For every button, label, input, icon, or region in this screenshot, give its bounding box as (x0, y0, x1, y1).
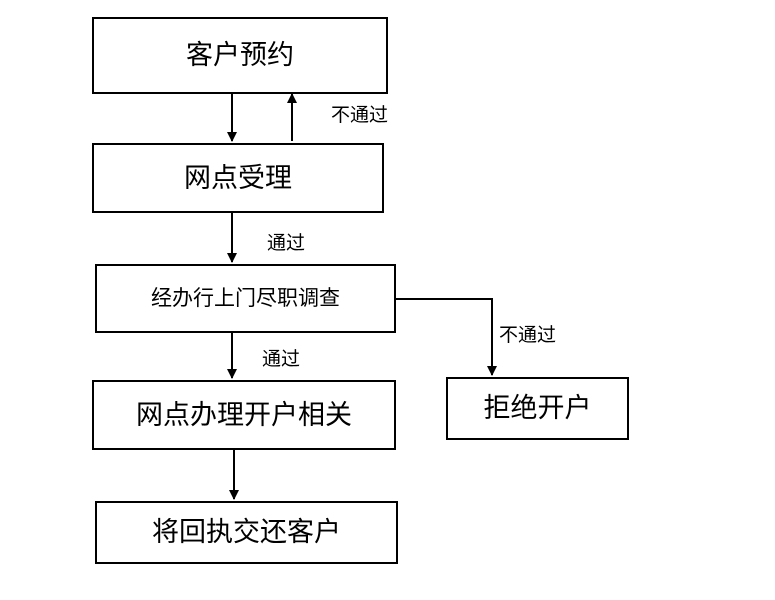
node-due-diligence: 经办行上门尽职调查 (95, 264, 396, 333)
arrow-diligence-to-reject (396, 298, 497, 376)
node-appointment: 客户预约 (92, 17, 388, 94)
edge-label-diligence-fail: 不通过 (499, 324, 557, 346)
edge-label-accept-fail: 不通过 (331, 104, 389, 126)
edge-label-diligence-pass: 通过 (262, 348, 301, 370)
node-return-receipt: 将回执交还客户 (95, 501, 398, 564)
node-reject-label: 拒绝开户 (483, 393, 592, 424)
node-open-account-label: 网点办理开户相关 (136, 399, 352, 431)
node-open-account: 网点办理开户相关 (92, 380, 396, 450)
node-due-diligence-label: 经办行上门尽职调查 (151, 286, 340, 310)
node-return-receipt-label: 将回执交还客户 (152, 517, 341, 548)
edge-label-accept-pass: 通过 (267, 232, 306, 254)
node-reject: 拒绝开户 (446, 377, 629, 440)
node-appointment-label: 客户预约 (186, 40, 294, 71)
node-accept-label: 网点受理 (184, 162, 292, 194)
node-accept: 网点受理 (92, 143, 384, 213)
